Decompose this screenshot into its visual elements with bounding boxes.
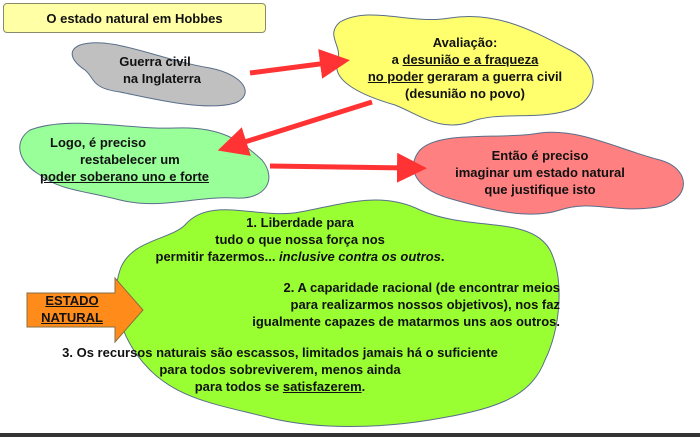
green-line-2: restabelecer um [80, 152, 180, 167]
point-1-line-3-italic: inclusive contra os outros [279, 249, 441, 264]
point-3-line-3-post: . [361, 379, 366, 394]
green-line-1: Logo, é preciso [50, 135, 147, 150]
point-3-line-3-pre: para todos se [194, 379, 283, 394]
point-3-line-2: para todos sobreviverem, menos ainda [159, 362, 401, 377]
page-title: O estado natural em Hobbes [3, 3, 266, 33]
arrow-label-line-2: NATURAL [41, 310, 103, 325]
green-line-3-underlined: poder soberano uno e forte [40, 169, 210, 184]
point-1-line-1: 1. Liberdade para [246, 215, 354, 230]
point-3-line-1: 3. Os recursos naturais são escassos, li… [62, 345, 498, 360]
state-point-3: 3. Os recursos naturais são escassos, li… [60, 344, 500, 395]
arrow-logo-to-entao [269, 152, 427, 183]
point-1-line-3-post: . [440, 249, 445, 264]
yellow-line-2-pre: a [391, 52, 403, 67]
point-2-line-1: 2. A caparidade racional (de encontrar m… [283, 280, 560, 295]
state-point-2: 2. A caparidade racional (de encontrar m… [200, 279, 560, 330]
yellow-line-3-post: geraram a guerra civil [423, 69, 563, 84]
yellow-line-2-underlined: desunião e a fraqueza [402, 52, 539, 67]
estado-natural-label: ESTADO NATURAL [30, 292, 114, 326]
gray-box-text: Guerra civil na Inglaterra [80, 53, 230, 87]
yellow-line-4: (desunião no povo) [405, 86, 525, 101]
point-2-line-2: para realizarmos nossos objetivos), nos … [290, 297, 560, 312]
yellow-box-text: Avaliação: a desunião e a fraqueza no po… [340, 34, 590, 102]
gray-line-2: na Inglaterra [122, 71, 202, 86]
pink-line-3: que justifique isto [484, 182, 596, 197]
gray-blob [71, 42, 246, 107]
arrow-avaliacao-to-logo [217, 99, 373, 156]
lightgreen-blob [19, 122, 270, 205]
arrow-guerra-to-avaliacao [249, 49, 350, 79]
lime-blob [115, 199, 560, 427]
orange-arrow [26, 276, 144, 344]
pink-line-1: Então é preciso [491, 148, 589, 163]
pink-line-2: imaginar um estado natural [455, 165, 625, 180]
yellow-line-1: Avaliação: [432, 35, 498, 50]
lightgreen-box-text: Logo, é preciso restabelecer um poder so… [40, 134, 270, 185]
pink-box-text: Então é preciso imaginar um estado natur… [425, 147, 655, 198]
yellow-line-3-underlined: no poder [367, 69, 424, 84]
point-1-line-2: tudo o que nossa força nos [215, 232, 385, 247]
state-point-1: 1. Liberdade para tudo o que nossa força… [130, 214, 470, 265]
bottom-border [0, 433, 700, 437]
point-2-line-3: igualmente capazes de matarmos uns aos o… [252, 314, 560, 329]
arrow-label-line-1: ESTADO [45, 293, 99, 308]
point-3-line-3-underlined: satisfazerem [282, 379, 362, 394]
gray-line-1: Guerra civil [119, 54, 191, 69]
point-1-line-3-pre: permitir fazermos... [155, 249, 280, 264]
pink-blob [412, 131, 684, 215]
